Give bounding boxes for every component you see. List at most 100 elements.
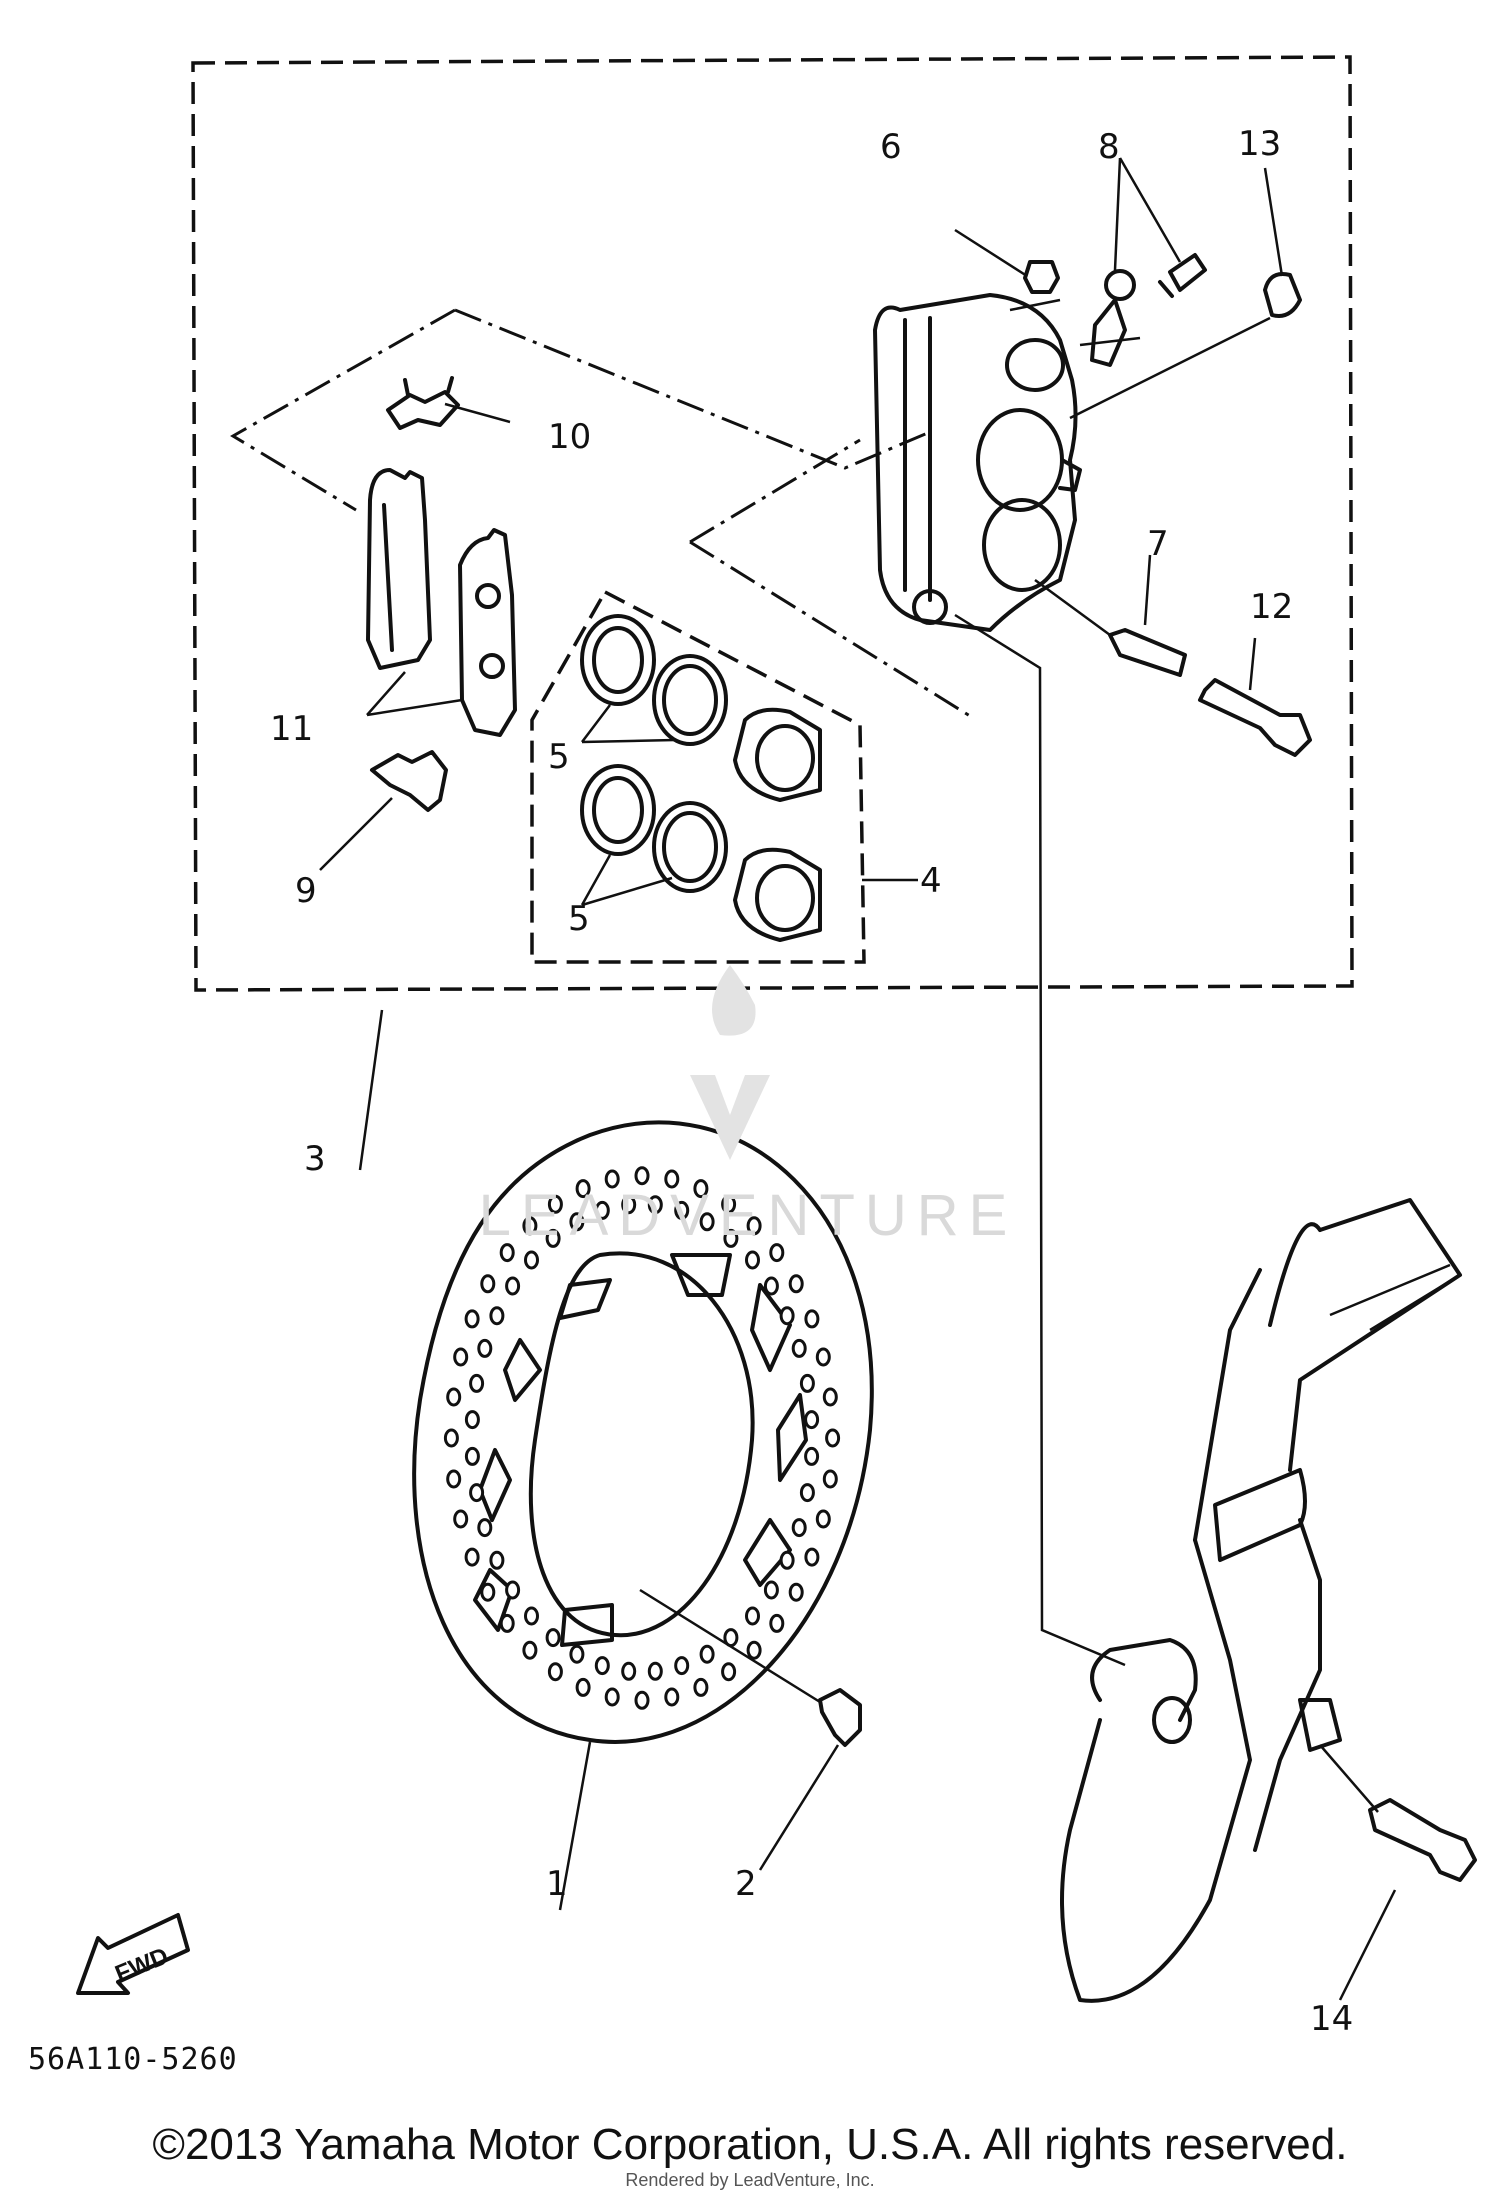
- disc-vent-hole: [815, 1347, 831, 1367]
- disc-vent-hole: [647, 1195, 663, 1215]
- disc-vent-hole: [815, 1509, 831, 1529]
- callout-10: 10: [548, 417, 591, 457]
- pistons: [733, 707, 822, 942]
- pad-spring-10: [386, 376, 460, 430]
- callout-2: 2: [735, 1864, 757, 1904]
- disc-vent-hole: [594, 1200, 610, 1220]
- brake-pads-11: [366, 468, 517, 737]
- disc-vent-hole: [469, 1483, 485, 1503]
- callout-3: 3: [304, 1139, 326, 1179]
- callout-8: 8: [1098, 127, 1120, 167]
- disc-vent-hole: [788, 1582, 804, 1602]
- disc-vent-hole: [505, 1580, 521, 1600]
- disc-vent-hole: [763, 1276, 779, 1296]
- disc-vent-hole: [469, 1373, 485, 1393]
- disc-vent-hole: [453, 1509, 469, 1529]
- disc-vent-hole: [575, 1179, 591, 1199]
- disc-vent-hole: [569, 1644, 585, 1664]
- rendered-by-credit: Rendered by LeadVenture, Inc.: [625, 2170, 875, 2190]
- disc-vent-hole: [604, 1169, 620, 1189]
- disc-vent-hole: [804, 1547, 820, 1567]
- disc-leader-lines: [558, 1588, 840, 1911]
- disc-vent-hole: [604, 1687, 620, 1707]
- fwd-arrow-icon: FWD: [76, 1913, 190, 1995]
- copyright-notice: ©2013 Yamaha Motor Corporation, U.S.A. A…: [152, 2120, 1348, 2169]
- disc-vent-hole: [788, 1274, 804, 1294]
- fork-bolt-14: [1368, 1798, 1477, 1882]
- disc-vent-hole: [825, 1428, 841, 1448]
- pin-bolt-7: [1108, 628, 1187, 677]
- disc-vent-hole: [779, 1306, 795, 1326]
- watermark-text: LEADVENTURE: [479, 1183, 1018, 1248]
- disc-vent-hole: [822, 1387, 838, 1407]
- disc-vent-hole: [480, 1582, 496, 1602]
- disc-vent-hole: [721, 1194, 737, 1214]
- disc-vent-hole: [804, 1309, 820, 1329]
- leader-lines: [319, 157, 1284, 1171]
- callout-12: 12: [1250, 587, 1293, 627]
- disc-vent-hole: [799, 1373, 815, 1393]
- disc-vent-hole: [723, 1228, 739, 1248]
- disc-vent-hole: [664, 1169, 680, 1189]
- callout-11: 11: [270, 709, 313, 749]
- disc-vent-hole: [621, 1661, 637, 1681]
- disc-vent-hole: [799, 1483, 815, 1503]
- disc-vent-hole: [569, 1212, 585, 1232]
- disc-vent-hole: [804, 1446, 820, 1466]
- callout-13: 13: [1238, 124, 1281, 164]
- callout-6: 6: [880, 127, 902, 167]
- disc-vent-hole: [746, 1216, 762, 1236]
- fwd-label: FWD: [111, 1943, 172, 1989]
- cap-13: [1263, 272, 1302, 318]
- disc-vent-hole: [647, 1661, 663, 1681]
- disc-vent-hole: [464, 1446, 480, 1466]
- caliper-assembly-boundary: [191, 55, 1354, 992]
- seal-kit-boundary: [530, 589, 866, 964]
- disc-vent-hole: [464, 1309, 480, 1329]
- disc-vent-hole: [499, 1243, 515, 1263]
- disc-vent-hole: [621, 1195, 637, 1215]
- cap-6: [1023, 260, 1060, 294]
- disc-vent-hole: [545, 1228, 561, 1248]
- bolt14-leader: [1319, 1744, 1397, 2001]
- front-fork-leg: [1060, 1198, 1462, 2003]
- disc-vent-hole: [746, 1640, 762, 1660]
- disc-vent-hole: [674, 1200, 690, 1220]
- brake-disc: [412, 1120, 874, 1744]
- disc-vent-hole: [634, 1690, 650, 1710]
- disc-vent-hole: [594, 1656, 610, 1676]
- disc-vent-hole: [524, 1250, 539, 1270]
- disc-vent-hole: [769, 1613, 785, 1633]
- disc-vent-hole: [791, 1338, 807, 1358]
- bolt-12: [1198, 678, 1312, 757]
- piston-seals-5: [580, 614, 728, 893]
- disc-vent-hole: [664, 1687, 680, 1707]
- pad-spring-9: [370, 750, 448, 812]
- callout-14: 14: [1310, 1999, 1353, 2039]
- disc-vent-hole: [804, 1410, 820, 1430]
- disc-vent-hole: [547, 1194, 563, 1214]
- exploded-view-lines: [1009, 298, 1271, 420]
- callout-5-lower: 5: [568, 899, 590, 939]
- disc-vent-hole: [674, 1656, 690, 1676]
- disc-vent-hole: [477, 1518, 493, 1538]
- disc-vent-hole: [779, 1550, 795, 1570]
- pad-to-caliper-line: [689, 438, 971, 718]
- disc-vent-hole: [489, 1550, 505, 1570]
- disc-vent-hole: [693, 1677, 709, 1697]
- disc-vent-hole: [693, 1179, 709, 1199]
- disc-vent-hole: [745, 1250, 760, 1270]
- disc-vent-hole: [575, 1677, 591, 1697]
- disc-vent-hole: [791, 1518, 807, 1538]
- callout-7: 7: [1147, 524, 1169, 564]
- diagram-code: 56A110-5260: [28, 2042, 238, 2077]
- disc-vent-hole: [822, 1469, 838, 1489]
- pin-line: [1034, 578, 1111, 637]
- caliper-mount-line: [954, 613, 1126, 1667]
- disc-vent-hole: [446, 1469, 462, 1489]
- disc-vent-hole: [634, 1166, 650, 1186]
- disc-vent-hole: [443, 1428, 459, 1448]
- disc-vent-hole: [545, 1628, 561, 1648]
- disc-vent-hole: [524, 1606, 539, 1626]
- callout-5-upper: 5: [548, 737, 570, 777]
